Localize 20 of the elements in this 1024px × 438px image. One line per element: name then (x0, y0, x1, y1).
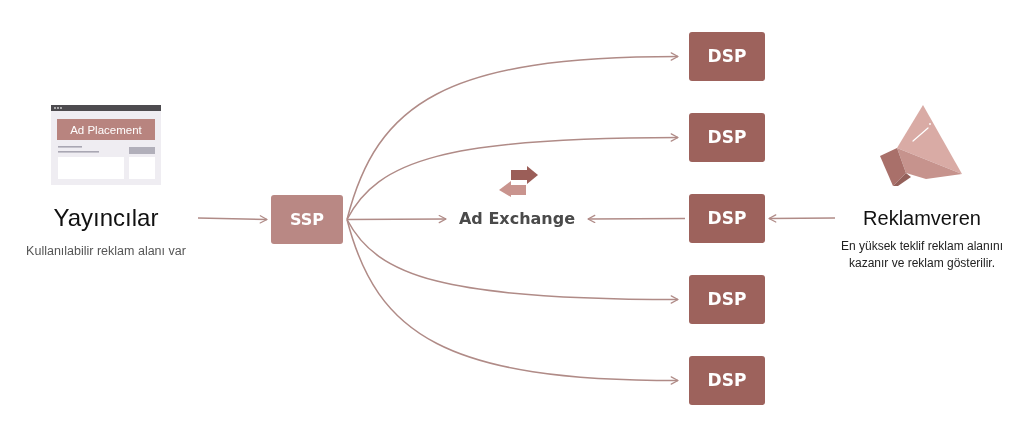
ad-placement-label: Ad Placement (70, 122, 142, 137)
process-box: DSP (689, 275, 765, 324)
curved-arrow (346, 133, 679, 221)
arrow (346, 214, 447, 224)
arrow (768, 214, 836, 223)
heading-text: Yayıncılar (53, 203, 159, 233)
heading-text: Reklamveren (863, 206, 981, 231)
node-label: Ad Exchange (452, 207, 582, 231)
process-box: DSP (689, 113, 765, 162)
arrow (587, 214, 686, 224)
curved-arrow (346, 52, 679, 221)
curved-arrow (346, 218, 679, 304)
curved-arrow (346, 218, 679, 385)
process-box: DSP (689, 356, 765, 405)
process-box: DSP (689, 194, 765, 243)
caption-text: Kullanılabilir reklam alanı var (26, 243, 186, 259)
process-box: SSP (271, 195, 343, 244)
arrow (197, 215, 268, 224)
caption-text: En yüksek teklif reklam alanını kazanır ve reklam gösterilir. (839, 238, 1005, 272)
process-box: DSP (689, 32, 765, 81)
